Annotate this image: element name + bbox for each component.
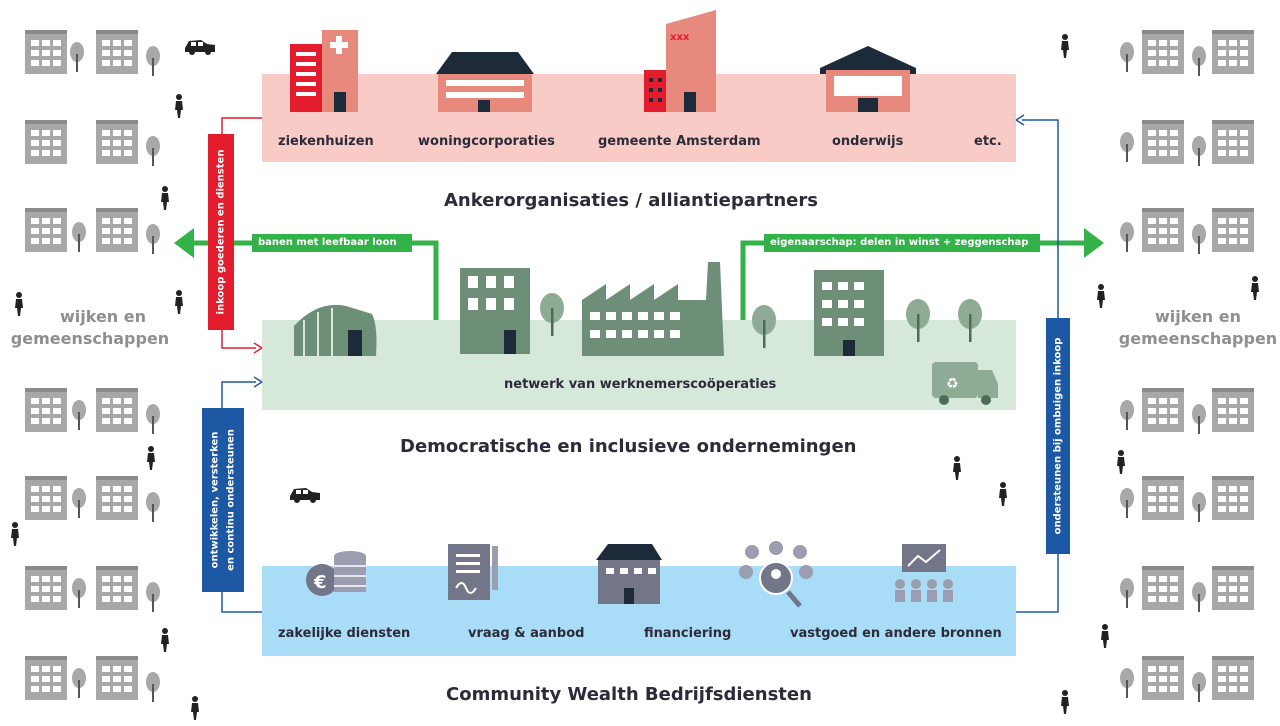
municipality-icon: xxx [644, 10, 716, 112]
contract-icon [448, 544, 498, 600]
hospital-icon [290, 30, 358, 112]
coins-icon: € [306, 551, 366, 596]
left-green-arrowhead [174, 228, 194, 258]
recycling-truck-icon: ♻ [932, 362, 998, 405]
red-vertical-label: inkoop goederen en diensten [215, 149, 227, 315]
greenhouse-icon [294, 304, 377, 356]
network-search-icon [739, 541, 813, 608]
office-building-icon [460, 268, 530, 354]
left-neighbourhood-line2: gemeenschappen [10, 329, 170, 348]
bottom-item-supply-demand: vraag & aanbod [468, 626, 585, 641]
top-item-education: onderwijs [832, 134, 904, 149]
svg-text:xxx: xxx [670, 32, 690, 43]
top-item-housing: woningcorporaties [418, 134, 555, 149]
left-green-label: banen met leefbaar loon [258, 237, 397, 248]
svg-text:♻: ♻ [946, 376, 959, 392]
housing-icon [436, 52, 534, 112]
left-neighbourhood [25, 30, 160, 702]
right-green-arrowhead [1084, 228, 1104, 258]
right-green-tag [764, 234, 1040, 252]
red-arrowhead [253, 342, 263, 354]
right-neighbourhood-label: wijken en gemeenschappen [1116, 306, 1280, 350]
right-blue-vertical-label: ondersteunen bij ombuigen inkoop [1052, 337, 1064, 535]
left-neighbourhood-label: wijken en gemeenschappen [10, 306, 170, 350]
top-band-title: Ankerorganisaties / alliantiepartners [444, 190, 818, 211]
blue-vertical-label-line2: en continu ondersteunen [225, 429, 237, 571]
left-blue-arrowhead [253, 376, 263, 388]
bottom-band-title: Community Wealth Bedrijfsdiensten [446, 684, 812, 705]
top-item-etc: etc. [974, 134, 1002, 149]
right-green-label: eigenaarschap: delen in winst + zeggensc… [770, 237, 1029, 248]
apartment-block-icon [814, 270, 884, 356]
middle-band-title: Democratische en inclusieve onderneminge… [400, 436, 857, 457]
red-tag [208, 134, 234, 330]
right-neighbourhood-line1: wijken en [1154, 307, 1241, 326]
top-item-municipality: gemeente Amsterdam [598, 134, 761, 149]
left-blue-tag [202, 408, 244, 592]
left-neighbourhood-line1: wijken en [59, 307, 146, 326]
bottom-item-financing: financiering [644, 626, 732, 641]
bottom-item-real-estate: vastgoed en andere bronnen [790, 626, 1002, 641]
factory-icon [582, 262, 724, 356]
school-icon [820, 46, 916, 112]
presentation-icon [895, 544, 953, 602]
blue-vertical-label-line1: ontwikkelen, versterken [209, 431, 221, 569]
right-blue-arrowhead [1015, 114, 1025, 126]
svg-text:€: € [313, 572, 327, 593]
right-neighbourhood-line2: gemeenschappen [1118, 329, 1278, 348]
bottom-item-business-services: zakelijke diensten [278, 626, 411, 641]
bank-building-icon [596, 544, 662, 604]
right-neighbourhood [1120, 30, 1254, 702]
left-green-tag [252, 234, 412, 252]
right-blue-tag [1046, 318, 1070, 554]
middle-band-label: netwerk van werknemerscoöperaties [504, 377, 777, 392]
top-item-hospitals: ziekenhuizen [278, 134, 374, 149]
